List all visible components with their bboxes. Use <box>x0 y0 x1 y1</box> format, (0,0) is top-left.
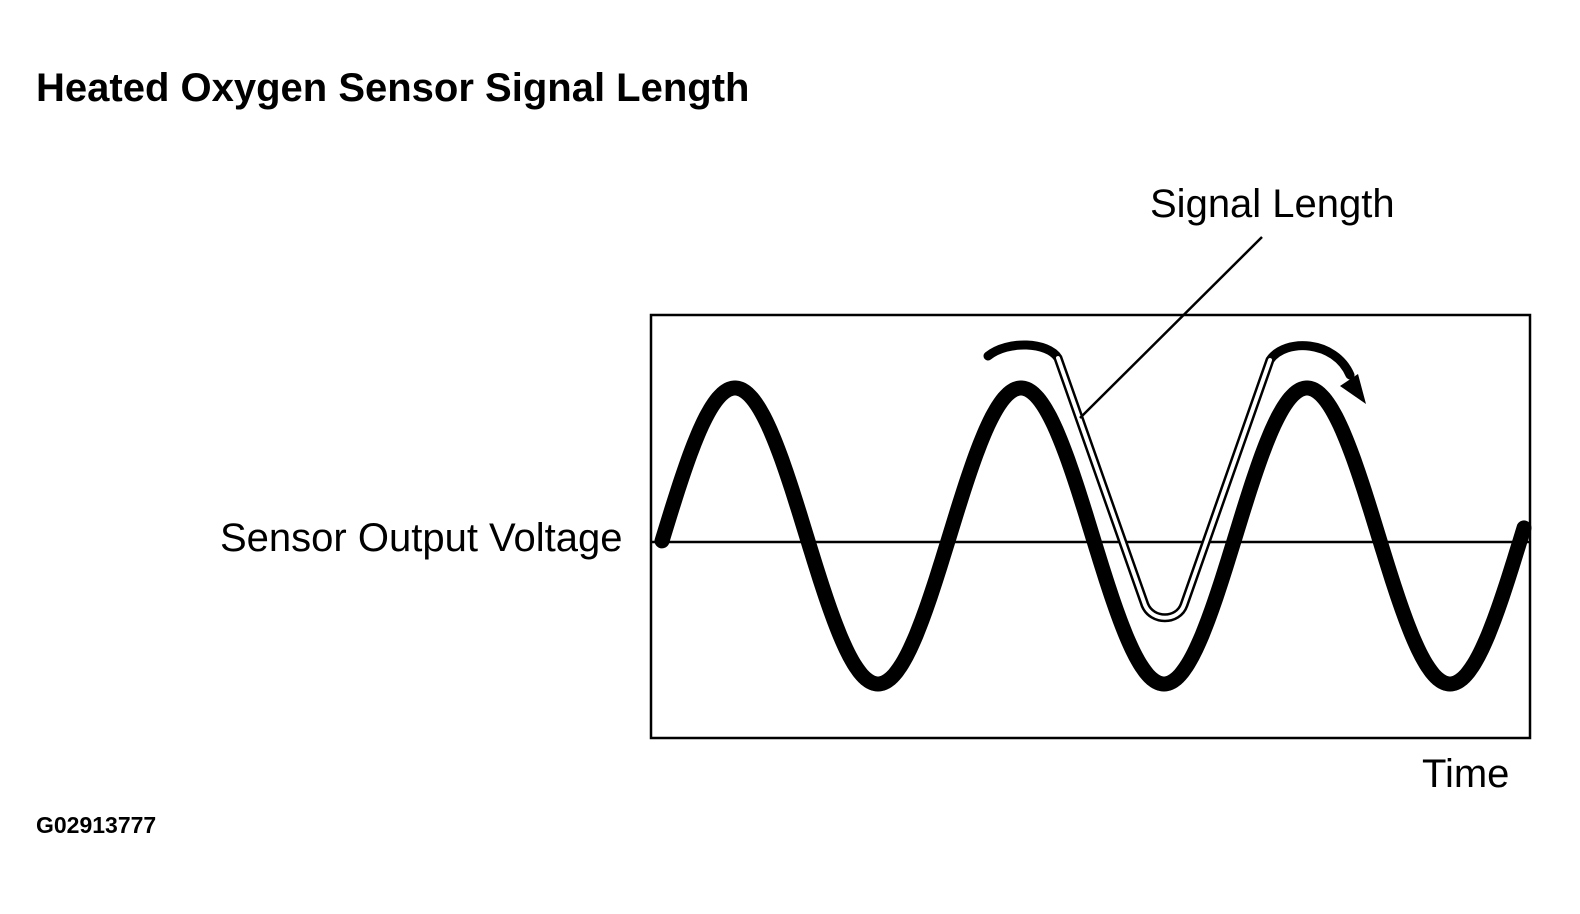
figure-code: G02913777 <box>36 812 157 838</box>
time-axis-label: Time <box>1422 752 1510 796</box>
signal-length-leader-line <box>1079 236 1263 419</box>
signal-length-trace-inner <box>1056 356 1272 620</box>
signal-length-label: Signal Length <box>1150 182 1395 226</box>
signal-length-arrowhead <box>1340 374 1366 404</box>
sensor-waveform <box>654 380 1532 692</box>
diagram-title: Heated Oxygen Sensor Signal Length <box>36 66 750 110</box>
sensor-output-voltage-label: Sensor Output Voltage <box>220 516 623 560</box>
